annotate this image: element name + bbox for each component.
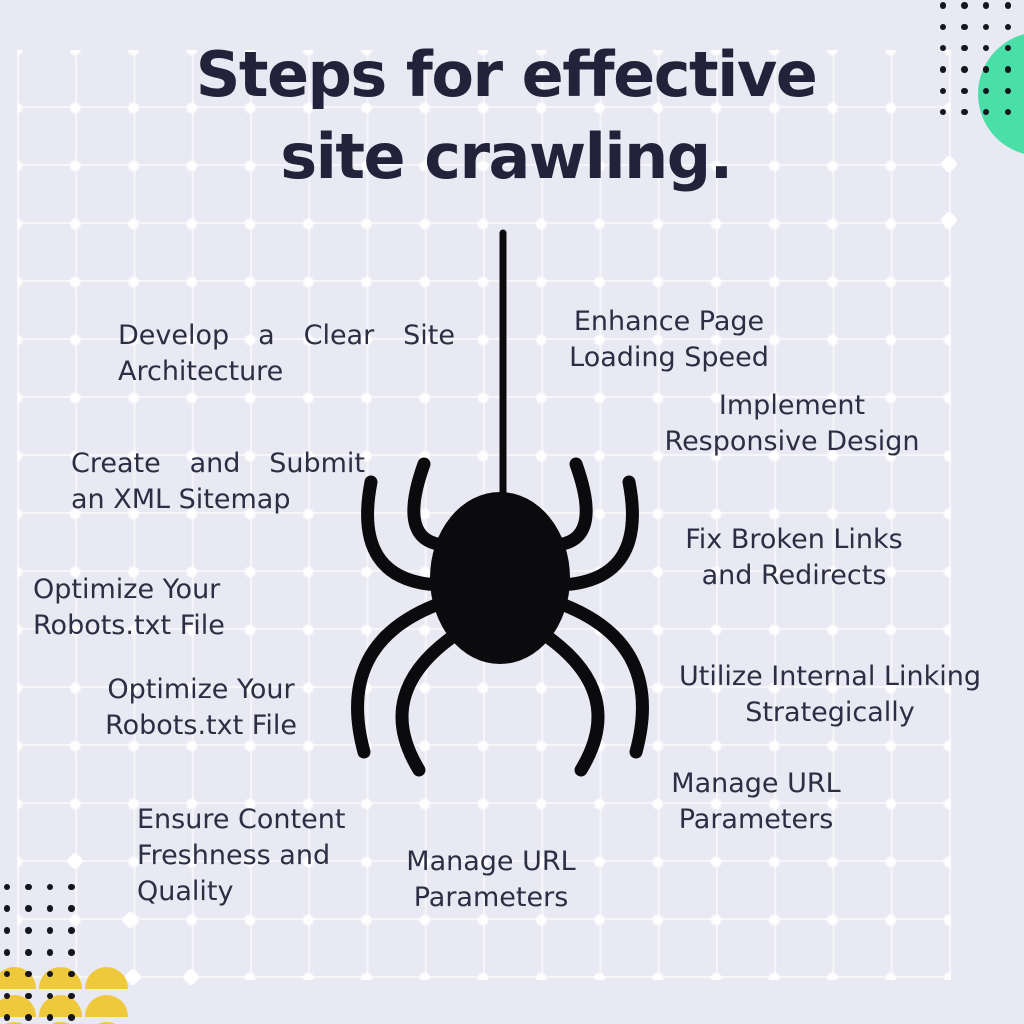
dot-decoration xyxy=(61,898,83,920)
scallop-decoration xyxy=(85,967,128,989)
scallop-decoration xyxy=(85,1022,128,1024)
step-optimize-robots-txt-2: Optimize Your Robots.txt File xyxy=(105,674,297,741)
dot-decoration xyxy=(18,898,40,920)
dot-decoration xyxy=(39,876,61,898)
scallop-decoration xyxy=(0,967,36,989)
dot-decoration xyxy=(0,898,18,920)
step-implement-responsive-design: Implement Responsive Design xyxy=(664,390,920,457)
step-ensure-content-freshness: Ensure Content Freshness and Quality xyxy=(137,804,346,907)
dot-decoration xyxy=(61,920,83,942)
dot-decoration xyxy=(997,0,1019,16)
page-title-line2: site crawling. xyxy=(280,120,733,193)
dot-decoration xyxy=(0,941,18,963)
dot-decoration xyxy=(39,920,61,942)
dot-decoration xyxy=(18,920,40,942)
scallop-decoration xyxy=(39,994,82,1017)
yellow-scallops-decoration xyxy=(0,967,131,1024)
step-fix-broken-links: Fix Broken Links and Redirects xyxy=(685,524,903,591)
dot-decoration xyxy=(39,898,61,920)
dot-decoration xyxy=(39,941,61,963)
sparkle-decoration xyxy=(120,910,140,930)
sparkle-decoration xyxy=(181,967,201,987)
page-title-line1: Steps for effective xyxy=(195,38,818,111)
scallop-decoration xyxy=(39,1022,82,1024)
dot-decoration xyxy=(18,876,40,898)
page-title: Steps for effective site crawling. xyxy=(0,34,1012,198)
scallop-decoration xyxy=(0,994,36,1017)
dot-decoration xyxy=(0,876,18,898)
dot-decoration xyxy=(0,920,18,942)
dot-decoration xyxy=(954,0,976,16)
scallop-decoration xyxy=(85,994,128,1017)
dot-decoration xyxy=(61,941,83,963)
step-create-xml-sitemap: Create and Submit an XML Sitemap xyxy=(71,448,365,515)
dot-decoration xyxy=(18,941,40,963)
sparkle-decoration xyxy=(65,851,85,871)
step-utilize-internal-linking: Utilize Internal Linking Strategically xyxy=(679,661,981,728)
step-optimize-robots-txt-1: Optimize Your Robots.txt File xyxy=(33,574,225,641)
spider-body-icon xyxy=(430,492,570,664)
step-develop-site-architecture: Develop a Clear Site Architecture xyxy=(118,320,455,387)
scallop-decoration xyxy=(39,967,82,989)
step-manage-url-parameters-bottom: Manage URL Parameters xyxy=(406,846,576,913)
scallop-decoration xyxy=(0,1022,36,1024)
step-enhance-loading-speed: Enhance Page Loading Speed xyxy=(569,306,769,373)
sparkle-decoration xyxy=(939,210,959,230)
dot-decoration xyxy=(61,876,83,898)
dot-decoration xyxy=(975,0,997,16)
step-manage-url-parameters-right: Manage URL Parameters xyxy=(671,768,841,835)
dot-decoration xyxy=(932,0,954,16)
